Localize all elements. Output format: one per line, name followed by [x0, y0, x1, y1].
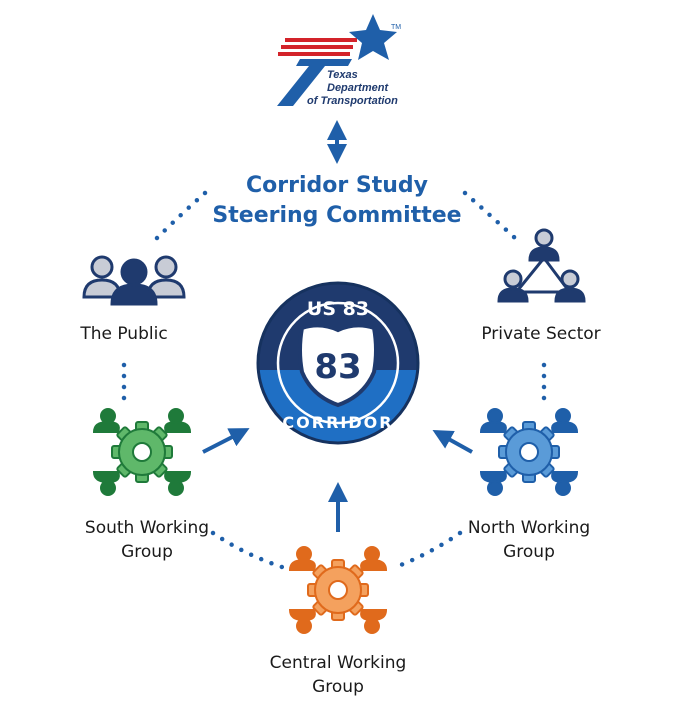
badge-bottom-text: CORRIDOR — [282, 413, 393, 432]
dotted-connectors — [121, 190, 547, 571]
logo-line-3: of Transportation — [307, 95, 398, 107]
logo-line-1: Texas — [327, 69, 358, 81]
label-the-public: The Public — [80, 324, 168, 344]
gear-people-icon-central — [288, 546, 388, 634]
flag-stripes — [278, 38, 357, 56]
badge-number: 83 — [314, 347, 361, 387]
gear-people-icon-north — [479, 408, 579, 496]
committee-title-line-1: Corridor Study — [246, 173, 428, 198]
us83-corridor-badge: US 83 83 CORRIDOR — [256, 281, 420, 445]
network-people-icon — [497, 228, 586, 303]
label-central-line-1: Central Working — [269, 653, 407, 673]
people-group-icon — [82, 255, 186, 306]
label-north-line-1: North Working — [467, 518, 591, 538]
logo-t-shape — [277, 59, 352, 106]
connector-committee-private — [462, 190, 518, 241]
logo-line-2: Department — [327, 82, 389, 94]
trademark-mark: TM — [391, 24, 401, 31]
arrow-south-to-badge — [202, 428, 250, 454]
label-south-line-1: South Working — [84, 518, 210, 538]
label-central-line-2: Group — [312, 677, 364, 697]
txdot-logo: TM Texas Department of Transportation — [277, 14, 401, 107]
star-icon — [349, 14, 397, 60]
gear-people-icon-south — [92, 408, 192, 496]
label-north-line-2: Group — [503, 542, 555, 562]
badge-top-text: US 83 — [307, 298, 369, 320]
arrows-to-badge — [202, 428, 473, 532]
highway-shield-icon — [298, 323, 378, 408]
committee-title-line-2: Steering Committee — [212, 203, 462, 228]
label-private-sector: Private Sector — [481, 324, 601, 344]
arrow-north-to-badge — [432, 430, 473, 454]
label-south-line-2: Group — [121, 542, 173, 562]
